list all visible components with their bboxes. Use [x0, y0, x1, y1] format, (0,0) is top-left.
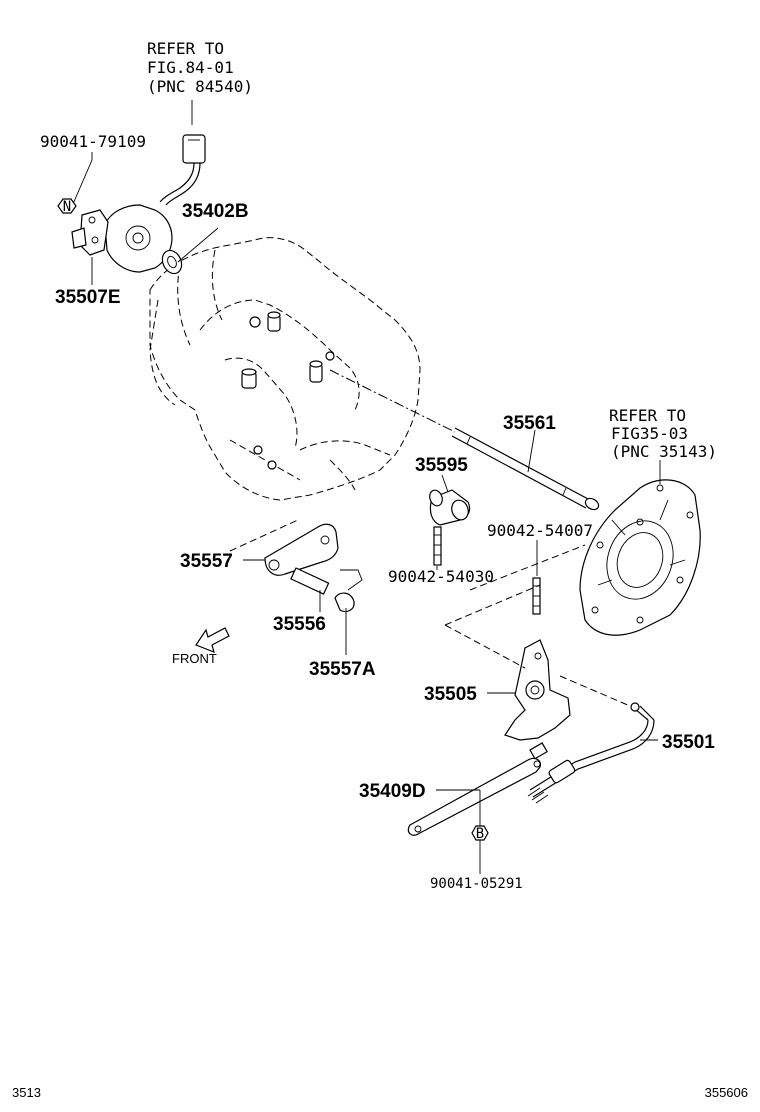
marker-n-label: N: [63, 199, 71, 215]
part-label-35409d: 35409D: [359, 781, 426, 802]
marker-n: N: [57, 198, 77, 215]
part-label-35561: 35561: [503, 413, 556, 434]
spring-pin-54007: [532, 577, 541, 615]
reference-right-line3: (PNC 35143): [611, 442, 717, 461]
leader-lines: [72, 100, 661, 874]
part-label-35402b: 35402B: [182, 201, 249, 222]
shift-lever: [229, 518, 363, 613]
part-label-35557a: 35557A: [309, 659, 376, 680]
marker-b: B: [471, 825, 489, 842]
spring-pin-54030: [433, 526, 442, 566]
part-label-90042-54007: 90042-54007: [487, 521, 593, 540]
front-arrow-icon: [195, 627, 230, 653]
reference-top-line3: (PNC 84540): [147, 77, 253, 96]
part-label-35595: 35595: [415, 455, 468, 476]
control-shaft: [329, 369, 600, 511]
part-label-35505: 35505: [424, 684, 477, 705]
part-label-35507e: 35507E: [55, 287, 121, 308]
rear-cover: [579, 479, 701, 636]
part-label-35556: 35556: [273, 614, 326, 635]
reference-right: REFER TO FIG35-03 (PNC 35143): [609, 406, 717, 461]
transaxle-housing: [149, 237, 421, 501]
part-label-90041-05291: 90041-05291: [430, 876, 523, 892]
reference-top-line2: FIG.84-01: [147, 58, 234, 77]
reference-right-line1: REFER TO: [609, 406, 686, 425]
transmission-control-cable: [527, 675, 655, 804]
part-label-90042-54030: 90042-54030: [388, 567, 494, 586]
marker-b-label: B: [476, 826, 484, 842]
reference-top: REFER TO FIG.84-01 (PNC 84540): [147, 39, 253, 96]
footer-left-code: 3513: [12, 1085, 41, 1100]
reference-right-line2: FIG35-03: [611, 424, 688, 443]
oil-seal: [429, 489, 471, 526]
part-label-35557: 35557: [180, 551, 233, 572]
neutral-start-switch: [71, 134, 206, 275]
reference-top-line1: REFER TO: [147, 39, 224, 58]
footer-right-code: 355606: [705, 1085, 748, 1100]
part-label-90041-79109: 90041-79109: [40, 132, 146, 151]
detent-lever: [444, 544, 586, 741]
transmission-lever-link: [407, 742, 548, 836]
front-label: FRONT: [172, 651, 217, 666]
part-label-35501: 35501: [662, 732, 715, 753]
